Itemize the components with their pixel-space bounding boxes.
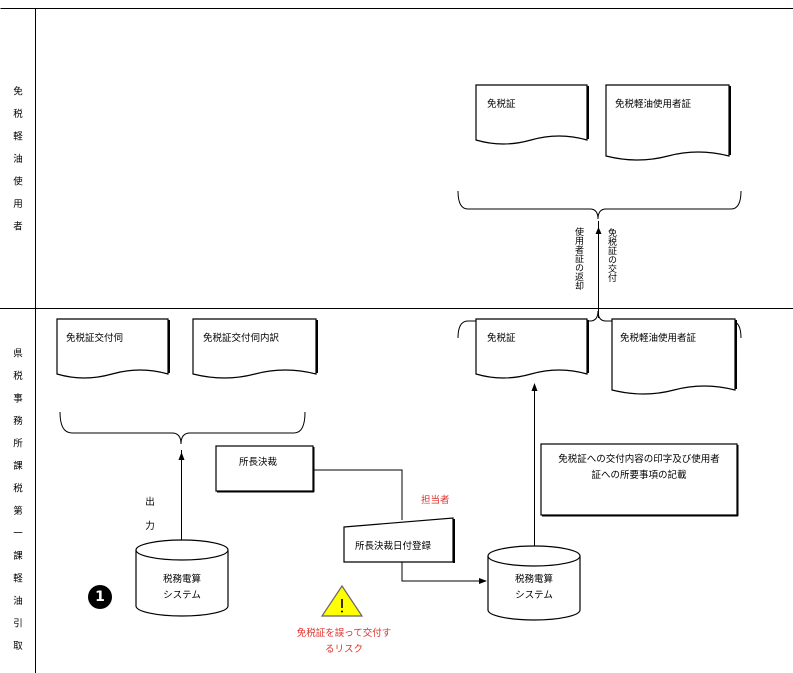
- step-number: 1: [95, 589, 105, 605]
- bottom-lane-label: 県税事務所課税第一課軽油引取税班: [11, 347, 22, 663]
- system-to-cert-arrowhead: [531, 383, 538, 391]
- left-system-label: 税務電算 システム: [162, 574, 201, 601]
- output-label: 出 力: [145, 497, 155, 532]
- right-system-cylinder-body: [487, 556, 581, 621]
- user-tax-cert-doc: [475, 84, 588, 145]
- request-form-label: 免税証交付伺: [66, 333, 124, 344]
- right-system-label: 税務電算 システム: [514, 574, 553, 601]
- left-system-cylinder-top: [135, 539, 229, 561]
- output-arrowhead: [178, 452, 185, 460]
- return-cert-label: 使用者証の返却: [573, 227, 583, 290]
- user-use-cert-label: 免税軽油使用者証: [615, 99, 692, 110]
- date-registration-label: 所長決裁日付登録: [355, 541, 432, 552]
- registration-to-system-line: [401, 562, 480, 582]
- step-number-circle: [88, 585, 112, 609]
- issue-cert-label: 免税証の交付: [606, 228, 616, 282]
- user-tax-cert-label: 免税証: [487, 99, 516, 110]
- user-use-cert-doc: [605, 84, 730, 161]
- print-record-label: 免税証への交付内容の印字及び使用者証への所要事項の記載: [558, 454, 720, 481]
- user-documents-brace: [457, 190, 742, 220]
- right-system-cylinder-top: [487, 545, 581, 567]
- person-in-charge-label: 担当者: [421, 495, 450, 506]
- left-system-cylinder-body: [135, 550, 229, 617]
- request-detail-doc: [192, 318, 317, 379]
- request-documents-brace: [59, 411, 306, 445]
- top-lane-label: 免税軽油使用者: [11, 86, 22, 244]
- warning-icon: [320, 584, 364, 617]
- approval-connector: [313, 469, 403, 520]
- issue-arrowhead: [595, 227, 602, 234]
- director-approval-label: 所長決裁: [239, 457, 278, 468]
- office-use-cert-label: 免税軽油使用者証: [620, 333, 697, 344]
- office-tax-cert-label: 免税証: [487, 333, 516, 344]
- office-use-cert-doc: [611, 318, 736, 395]
- registration-arrowhead: [479, 578, 487, 584]
- director-approval-box: [215, 445, 314, 492]
- risk-label: 免税証を誤って交付す るリスク: [296, 628, 392, 655]
- request-detail-label: 免税証交付伺内訳: [203, 333, 280, 344]
- request-form-doc: [56, 318, 169, 379]
- office-tax-cert-doc: [475, 318, 588, 379]
